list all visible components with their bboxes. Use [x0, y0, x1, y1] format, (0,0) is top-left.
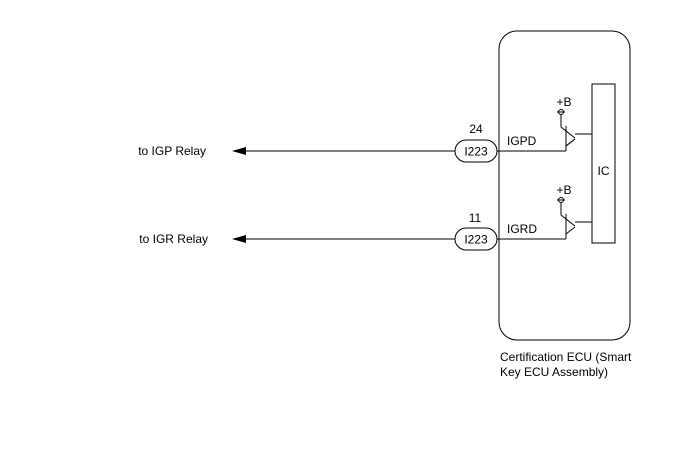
connector-label: I223 [464, 145, 488, 159]
circuit-igrd: to IGR Relay I223 11 IGRD +B [139, 183, 592, 251]
arrow-igr-icon [232, 235, 246, 243]
supply-label-1: +B [556, 95, 571, 109]
pin-number-24: 24 [469, 122, 483, 136]
destination-label-igr: to IGR Relay [139, 232, 208, 246]
connector-label: I223 [464, 233, 488, 247]
ecu-caption-line2: Key ECU Assembly) [500, 365, 608, 379]
circuit-igpd: to IGP Relay I223 24 IGPD +B [138, 95, 592, 163]
transistor-2 [560, 202, 592, 239]
supply-label-2: +B [556, 183, 571, 197]
signal-label-igpd: IGPD [507, 134, 537, 148]
signal-label-igrd: IGRD [507, 222, 537, 236]
ecu-housing [498, 30, 631, 341]
ecu-caption-line1: Certification ECU (Smart [500, 350, 632, 364]
pin-number-11: 11 [469, 211, 482, 225]
ic-label: IC [598, 164, 610, 178]
ic-block [591, 83, 616, 244]
destination-label-igp: to IGP Relay [138, 144, 206, 158]
transistor-1 [560, 114, 592, 151]
arrow-igp-icon [232, 147, 246, 155]
